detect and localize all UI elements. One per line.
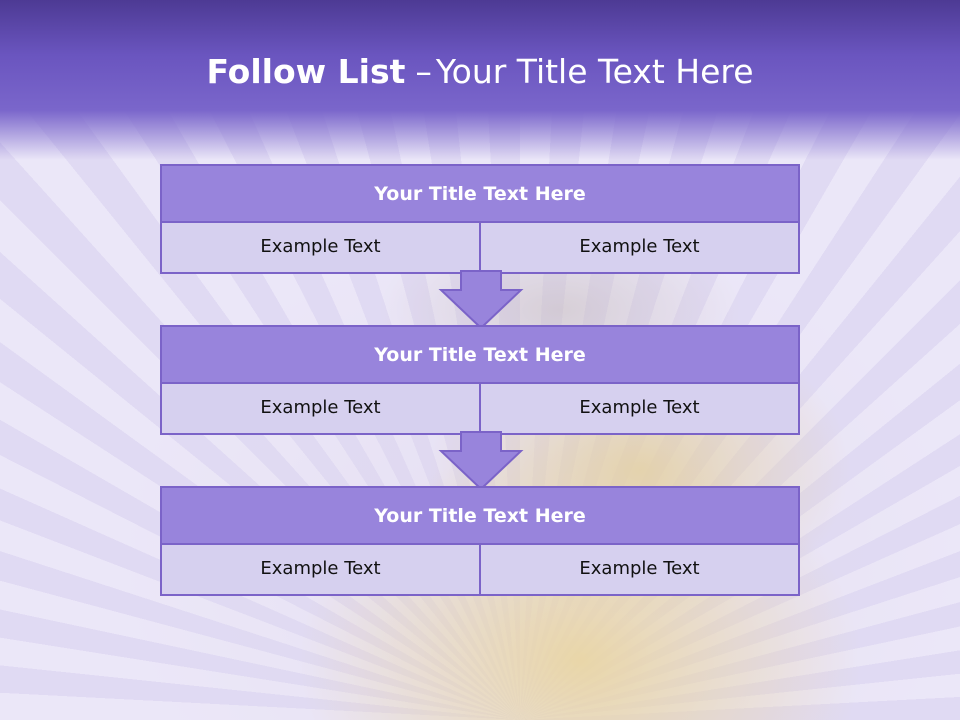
step-box-2: Your Title Text Here Example Text Exampl… — [160, 325, 800, 435]
step-3-left-text: Example Text — [260, 558, 381, 579]
step-2-right-text: Example Text — [479, 384, 798, 433]
step-title-2: Your Title Text Here — [162, 327, 798, 384]
title-rest: Your Title Text Here — [435, 52, 754, 91]
step-box-3: Your Title Text Here Example Text Exampl… — [160, 486, 800, 596]
step-box-1: Your Title Text Here Example Text Exampl… — [160, 164, 800, 274]
title-dash: – — [415, 52, 432, 91]
arrow-down-icon — [438, 270, 524, 330]
step-row-1: Example Text Example Text — [162, 223, 798, 272]
step-title-3: Your Title Text Here — [162, 488, 798, 545]
step-row-3: Example Text Example Text — [162, 545, 798, 594]
header-band — [0, 0, 960, 160]
arrow-down-icon — [438, 431, 524, 491]
step-3-right-text: Example Text — [479, 545, 798, 594]
step-2-left-text: Example Text — [260, 397, 381, 418]
step-title-1: Your Title Text Here — [162, 166, 798, 223]
step-row-2: Example Text Example Text — [162, 384, 798, 433]
step-1-left-text: Example Text — [260, 236, 381, 257]
slide-title: Follow List–Your Title Text Here — [0, 52, 960, 91]
title-bold: Follow List — [206, 52, 406, 91]
step-1-right-text: Example Text — [479, 223, 798, 272]
